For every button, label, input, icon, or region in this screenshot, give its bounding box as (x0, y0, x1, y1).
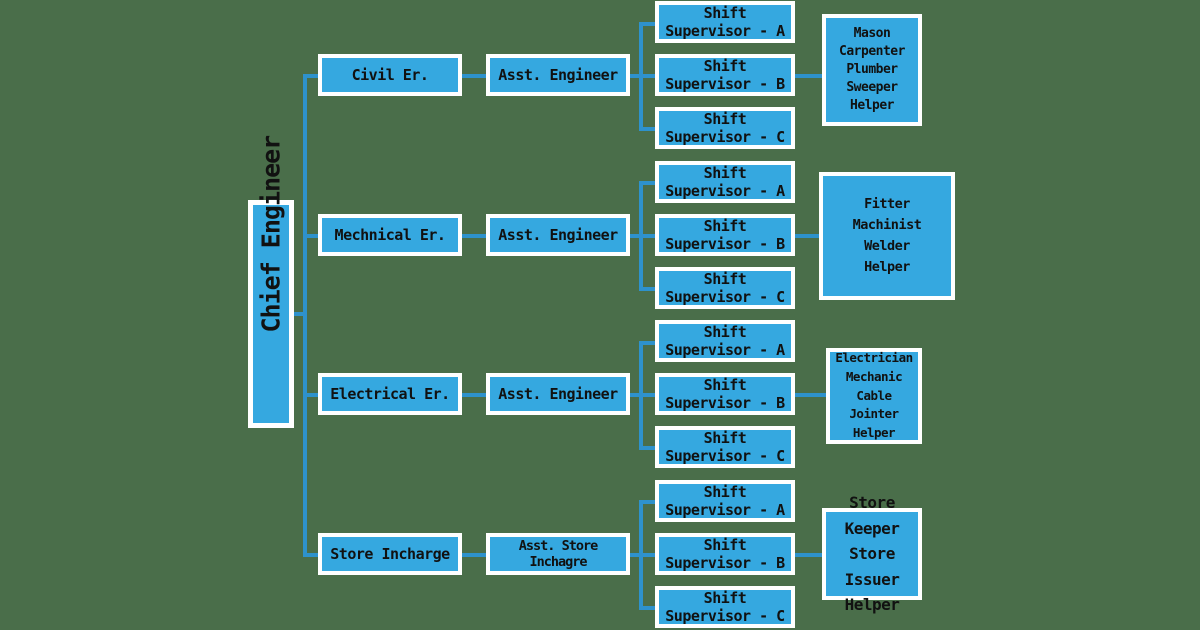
connector-sup-bus-mech (639, 181, 643, 289)
staff-electrical-item: Helper (852, 425, 896, 441)
connector-bus-to-sup-store-c (639, 606, 657, 610)
supervisor-civil-a-label: Shift Supervisor - A (665, 4, 785, 40)
connector-sup-to-staff-civil (793, 74, 824, 78)
connector-main-vertical (303, 75, 307, 557)
connector-bus-to-sup-elec-c (639, 446, 657, 450)
node-supervisor-store-b[interactable]: Shift Supervisor - B (655, 533, 795, 575)
supervisor-electrical-a-label: Shift Supervisor - A (665, 323, 785, 359)
node-supervisor-electrical-a[interactable]: Shift Supervisor - A (655, 320, 795, 362)
staff-electrical-item: Mechanic (845, 368, 903, 384)
connector-chief-stub (294, 312, 306, 316)
node-supervisor-electrical-c[interactable]: Shift Supervisor - C (655, 426, 795, 468)
supervisor-store-a-label: Shift Supervisor - A (665, 483, 785, 519)
node-supervisor-mechanical-c[interactable]: Shift Supervisor - C (655, 267, 795, 309)
node-supervisor-civil-b[interactable]: Shift Supervisor - B (655, 54, 795, 96)
department-electrical-label: Electrical Er. (330, 385, 450, 403)
connector-bus-to-sup-elec-a (639, 341, 657, 345)
staff-civil-item: Plumber (846, 62, 898, 78)
supervisor-electrical-c-label: Shift Supervisor - C (665, 429, 785, 465)
connector-bus-to-elec (303, 393, 320, 397)
node-department-civil[interactable]: Civil Er. (318, 54, 462, 96)
assistant-mechanical-label: Asst. Engineer (498, 226, 618, 244)
connector-bus-to-civil (303, 74, 320, 78)
node-assistant-store[interactable]: Asst. Store Inchagre (486, 533, 630, 575)
supervisor-mechanical-b-label: Shift Supervisor - B (665, 217, 785, 253)
staff-store-item: Store Keeper (844, 493, 900, 538)
staff-mechanical-item: Machinist (852, 217, 922, 234)
connector-sup-bus-civil (639, 22, 643, 130)
connector-bus-to-sup-mech-a (639, 181, 657, 185)
node-assistant-civil[interactable]: Asst. Engineer (486, 54, 630, 96)
node-department-electrical[interactable]: Electrical Er. (318, 373, 462, 415)
node-staff-civil[interactable]: Mason Carpenter Plumber Sweeper Helper (822, 14, 922, 126)
staff-civil-item: Mason (853, 26, 891, 42)
supervisor-store-c-label: Shift Supervisor - C (665, 589, 785, 625)
supervisor-electrical-b-label: Shift Supervisor - B (665, 376, 785, 412)
department-mechanical-label: Mechnical Er. (334, 226, 446, 244)
connector-civil-to-asst (460, 74, 488, 78)
staff-mechanical-item: Helper (864, 258, 910, 275)
node-supervisor-mechanical-b[interactable]: Shift Supervisor - B (655, 214, 795, 256)
node-department-mechanical[interactable]: Mechnical Er. (318, 214, 462, 256)
chief-engineer-label: Chief Engineer (256, 135, 286, 332)
connector-bus-to-mech (303, 234, 320, 238)
node-assistant-mechanical[interactable]: Asst. Engineer (486, 214, 630, 256)
connector-store-to-asst (460, 553, 488, 557)
node-supervisor-store-a[interactable]: Shift Supervisor - A (655, 480, 795, 522)
connector-sup-bus-elec (639, 341, 643, 449)
connector-bus-to-sup-civil-a (639, 22, 657, 26)
supervisor-civil-b-label: Shift Supervisor - B (665, 57, 785, 93)
node-supervisor-civil-c[interactable]: Shift Supervisor - C (655, 107, 795, 149)
staff-electrical-item: Electrician (835, 350, 913, 366)
connector-bus-to-store (303, 553, 320, 557)
assistant-electrical-label: Asst. Engineer (498, 385, 618, 403)
staff-store-item: Store Issuer (844, 544, 900, 589)
connector-bus-to-sup-civil-c (639, 127, 657, 131)
staff-civil-item: Helper (850, 97, 894, 113)
staff-store-item: Helper (844, 595, 900, 615)
connector-bus-to-sup-store-a (639, 500, 657, 504)
node-supervisor-mechanical-a[interactable]: Shift Supervisor - A (655, 161, 795, 203)
connector-sup-to-staff-store (793, 553, 824, 557)
staff-civil-item: Sweeper (846, 79, 898, 95)
connector-elec-to-asst (460, 393, 488, 397)
department-store-label: Store Incharge (330, 545, 450, 563)
node-staff-electrical[interactable]: Electrician Mechanic Cable Jointer Helpe… (826, 348, 922, 444)
connector-sup-to-staff-elec (793, 393, 828, 397)
assistant-civil-label: Asst. Engineer (498, 66, 618, 84)
supervisor-store-b-label: Shift Supervisor - B (665, 536, 785, 572)
assistant-store-label: Asst. Store Inchagre (518, 538, 598, 570)
node-staff-store[interactable]: Store Keeper Store Issuer Helper (822, 493, 922, 614)
supervisor-civil-c-label: Shift Supervisor - C (665, 110, 785, 146)
supervisor-mechanical-a-label: Shift Supervisor - A (665, 164, 785, 200)
connector-bus-to-sup-mech-c (639, 287, 657, 291)
node-supervisor-civil-a[interactable]: Shift Supervisor - A (655, 1, 795, 43)
node-supervisor-store-c[interactable]: Shift Supervisor - C (655, 586, 795, 628)
supervisor-mechanical-c-label: Shift Supervisor - C (665, 270, 785, 306)
staff-mechanical-item: Welder (864, 238, 910, 254)
staff-civil-item: Carpenter (839, 44, 905, 60)
node-chief-engineer[interactable]: Chief Engineer (248, 135, 294, 428)
connector-sup-bus-store (639, 500, 643, 608)
connector-sup-to-staff-mech (793, 234, 821, 238)
node-supervisor-electrical-b[interactable]: Shift Supervisor - B (655, 373, 795, 415)
node-department-store[interactable]: Store Incharge (318, 533, 462, 575)
node-staff-mechanical[interactable]: Fitter Machinist Welder Helper (819, 172, 955, 300)
staff-electrical-item: Cable Jointer (849, 387, 899, 422)
department-civil-label: Civil Er. (351, 66, 429, 84)
staff-mechanical-item: Fitter (864, 196, 910, 213)
node-assistant-electrical[interactable]: Asst. Engineer (486, 373, 630, 415)
connector-mech-to-asst (460, 234, 488, 238)
